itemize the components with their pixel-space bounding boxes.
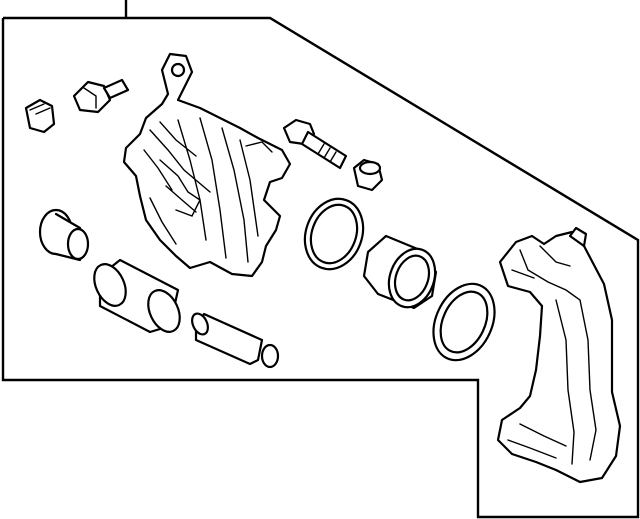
caliper-housing: [122, 52, 292, 278]
bleeder-screw: [72, 78, 130, 114]
caliper-bracket: [496, 226, 622, 484]
guide-pin-boot: [352, 158, 384, 192]
guide-sleeve: [93, 258, 181, 334]
piston: [362, 234, 438, 310]
piston-seal: [303, 197, 365, 271]
bleeder-cap: [24, 98, 56, 134]
dust-boot: [432, 282, 496, 362]
bushing: [38, 208, 90, 262]
guide-pin-bolt: [282, 118, 348, 170]
guide-pin: [191, 312, 280, 369]
